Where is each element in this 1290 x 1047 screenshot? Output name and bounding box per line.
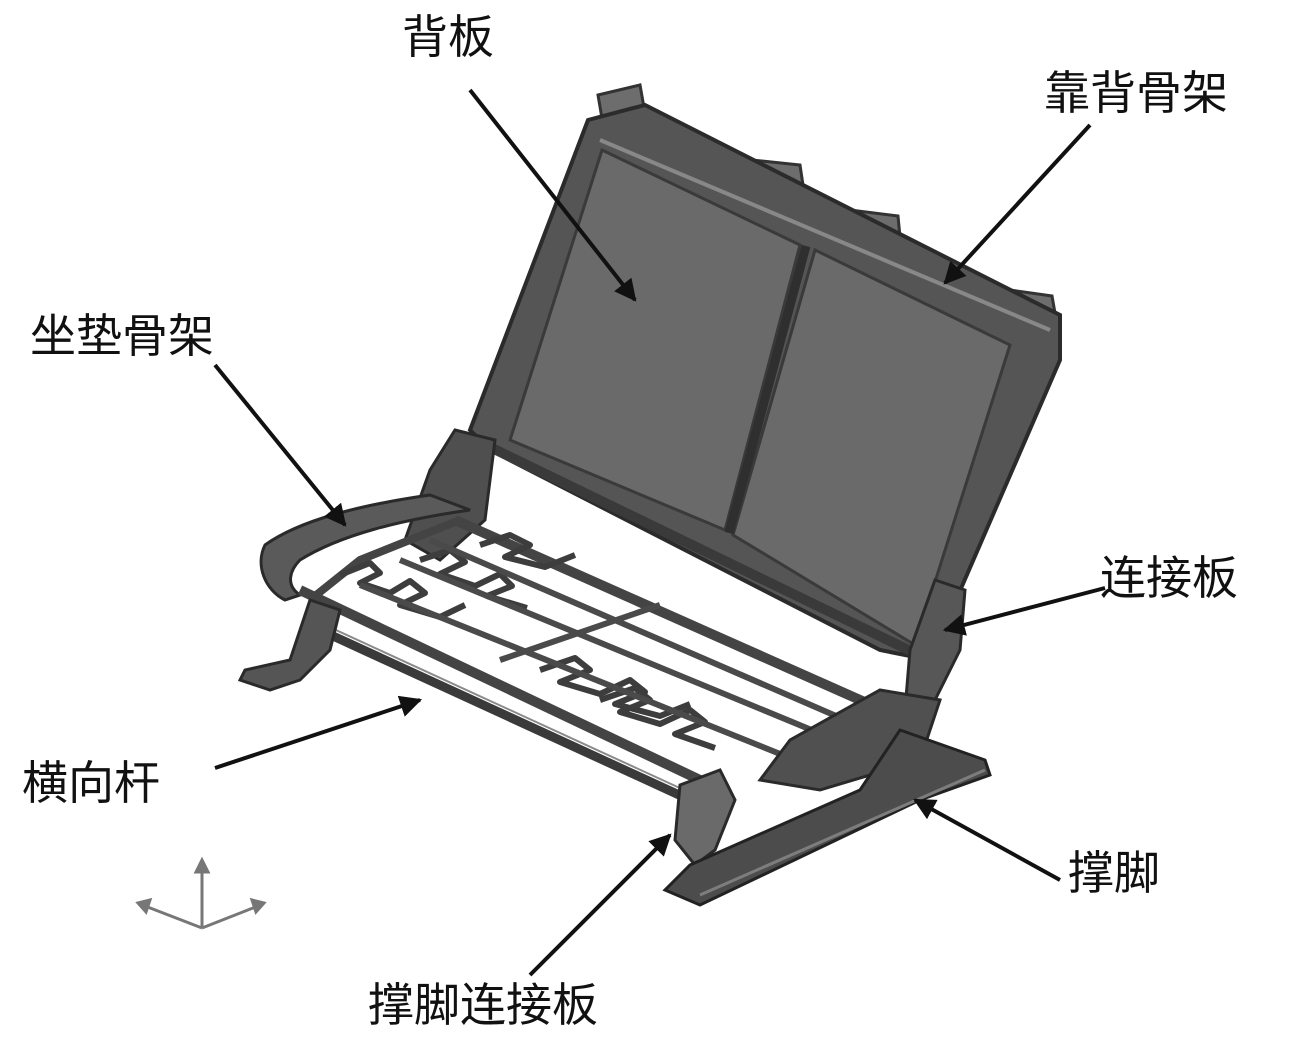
arrow-back-panel (468, 88, 637, 302)
label-leg-connecting-plate: 撑脚连接板 (368, 978, 598, 1032)
arrow-leg-connecting-plate (528, 833, 672, 977)
back-panel-left (508, 147, 802, 533)
left-leg (237, 598, 342, 692)
callout-arrows (213, 88, 1106, 977)
label-backrest-frame: 靠背骨架 (1044, 66, 1228, 120)
cross-bar-shape (318, 625, 692, 805)
seat-cushion (259, 428, 908, 805)
arrow-cross-bar (214, 695, 423, 770)
label-connecting-plate: 连接板 (1100, 551, 1238, 605)
coordinate-axes-icon (135, 856, 267, 930)
arrow-backrest-frame (943, 123, 1092, 285)
label-cross-bar: 横向杆 (22, 756, 160, 810)
support-leg-shape (662, 728, 992, 907)
label-cushion-frame: 坐垫骨架 (30, 309, 214, 363)
backrest (467, 83, 1062, 663)
leg-connecting-plate-shape (673, 768, 737, 868)
arrow-connecting-plate (942, 586, 1106, 636)
seat-rods (358, 537, 882, 773)
label-support-leg: 撑脚 (1068, 846, 1160, 900)
arrow-support-leg (913, 798, 1061, 882)
legs (237, 578, 992, 907)
cushion-side-rail (259, 493, 471, 602)
label-back-panel: 背板 (402, 10, 494, 64)
arrow-cushion-frame (213, 363, 347, 527)
